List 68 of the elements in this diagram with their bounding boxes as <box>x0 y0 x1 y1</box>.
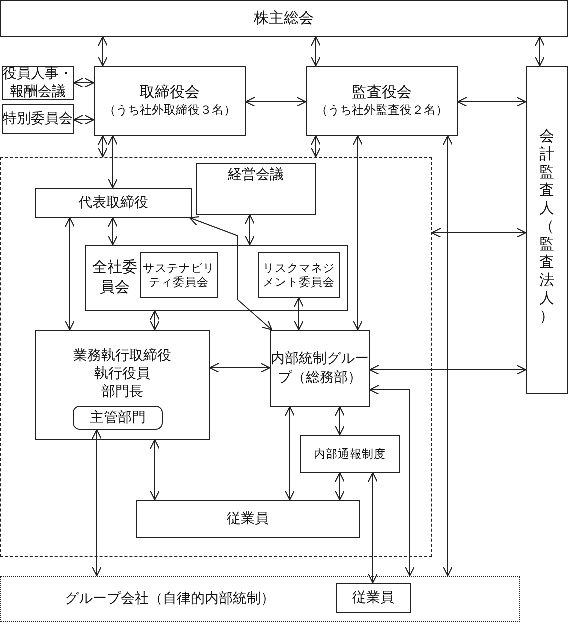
node-title: 主管部門 <box>90 408 146 428</box>
node-title: 内部統制グループ（総務部） <box>271 350 369 387</box>
org-box <box>258 252 340 298</box>
double-arrow <box>442 135 454 577</box>
group-frame <box>0 576 520 622</box>
node-title: 取締役会 <box>140 83 200 103</box>
node-title: 役員人事・報酬会議 <box>3 64 73 102</box>
org-box <box>270 330 370 407</box>
node-title: 部門長 <box>102 383 144 402</box>
double-arrow <box>244 214 256 246</box>
node-title: 監査役会 <box>352 83 412 103</box>
committee-frame <box>85 245 348 311</box>
double-arrow <box>294 297 304 331</box>
node-title: （うち社外監査役２名） <box>316 102 448 119</box>
double-arrow <box>150 439 160 501</box>
double-arrow <box>150 310 160 331</box>
node-title: 株主総会 <box>254 8 314 28</box>
double-arrow <box>369 384 416 577</box>
node-title: サステナビリティ委員会 <box>142 260 216 290</box>
double-arrow <box>534 36 546 67</box>
executive-box <box>35 330 210 440</box>
org-box <box>136 500 360 538</box>
node-title: 内部通報制度 <box>314 446 386 462</box>
double-arrow <box>368 472 378 584</box>
group-frame <box>0 157 432 557</box>
double-arrow <box>98 36 108 67</box>
node-title: 会計監査人（監査法人） <box>539 127 555 325</box>
double-arrow <box>457 96 527 108</box>
org-box <box>306 66 458 136</box>
double-arrow <box>334 406 346 436</box>
node-title: 従業員 <box>352 588 394 608</box>
double-arrow <box>334 472 346 501</box>
node-title: 代表取締役 <box>78 194 148 212</box>
org-box <box>336 583 411 613</box>
double-arrow <box>108 135 118 189</box>
node-title: グループ会社（自律的内部統制） <box>65 590 275 608</box>
org-box <box>94 66 246 136</box>
org-box <box>35 188 192 218</box>
double-arrow <box>245 96 307 108</box>
node-title: 従業員 <box>227 510 269 528</box>
double-arrow <box>92 429 102 577</box>
node-title: 全社委員会 <box>92 258 138 297</box>
double-arrow <box>209 362 271 374</box>
org-box <box>196 163 316 215</box>
org-box <box>140 252 218 298</box>
double-arrow <box>73 78 95 88</box>
node-title: 特別委員会 <box>3 110 73 128</box>
node-title: 執行役員 <box>94 365 150 384</box>
double-arrow <box>369 364 527 376</box>
double-arrow <box>310 135 322 158</box>
double-arrow <box>352 135 364 331</box>
double-arrow <box>64 217 76 331</box>
double-arrow <box>98 135 108 158</box>
node-title: 経営会議 <box>228 166 284 184</box>
double-arrow <box>73 114 95 126</box>
node-title: リスクマネジメント委員会 <box>262 260 336 290</box>
double-arrow <box>284 406 296 501</box>
double-arrow <box>431 228 527 238</box>
meeting-box <box>0 0 568 37</box>
org-box <box>300 435 400 473</box>
double-arrow <box>189 216 273 331</box>
node-title: （うち社外取締役３名） <box>104 102 236 119</box>
double-arrow <box>310 36 322 67</box>
org-box <box>2 104 74 134</box>
auditor-box <box>526 66 568 394</box>
node-title: 業務執行取締役 <box>74 347 172 366</box>
double-arrow <box>108 217 118 246</box>
department-box <box>73 406 163 430</box>
